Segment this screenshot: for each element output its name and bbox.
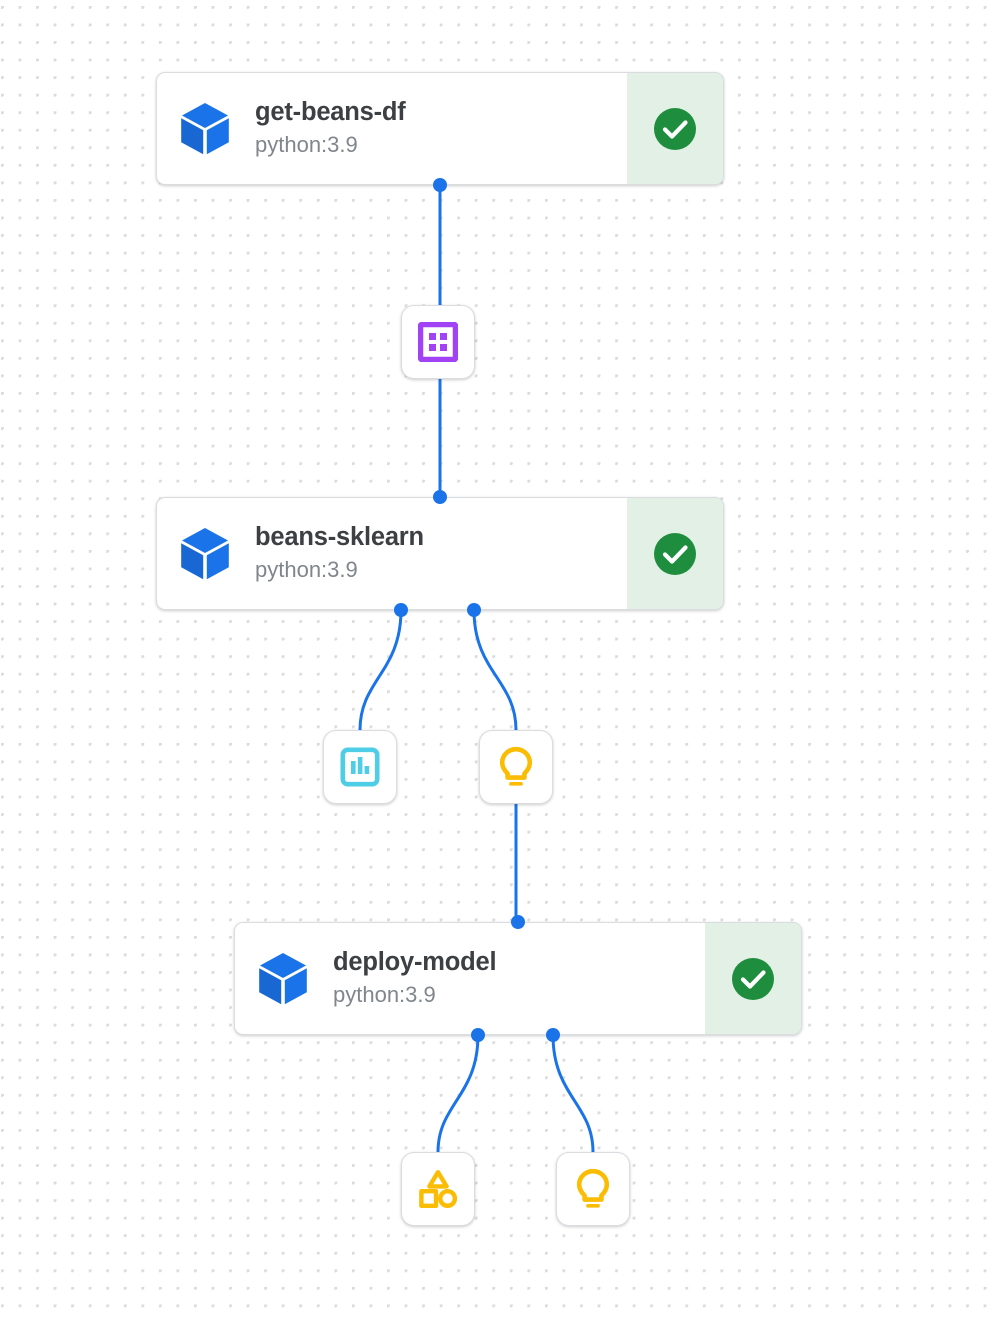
lightbulb-icon bbox=[499, 746, 533, 786]
check-circle-icon bbox=[654, 532, 696, 575]
edge-sklearn-to-metrics bbox=[358, 608, 403, 732]
artifact-node-deployed-model[interactable] bbox=[556, 1152, 630, 1226]
lightbulb-icon bbox=[576, 1168, 610, 1208]
task-label-group: get-beans-df python:3.9 bbox=[253, 73, 627, 184]
bar-chart-icon bbox=[340, 747, 380, 787]
task-title: get-beans-df bbox=[255, 98, 406, 127]
task-subtitle: python:3.9 bbox=[255, 557, 358, 583]
port-deploy-model-input[interactable] bbox=[511, 915, 525, 929]
cube-icon bbox=[157, 498, 253, 609]
task-subtitle: python:3.9 bbox=[333, 982, 436, 1008]
shapes-icon bbox=[419, 1170, 458, 1209]
artifact-node-metrics[interactable] bbox=[323, 730, 397, 804]
task-node-get-beans-df[interactable]: get-beans-df python:3.9 bbox=[156, 72, 724, 185]
check-circle-icon bbox=[732, 957, 774, 1000]
status-badge-succeeded bbox=[627, 73, 723, 184]
port-get-beans-df-output[interactable] bbox=[433, 178, 447, 192]
status-badge-succeeded bbox=[627, 498, 723, 609]
task-label-group: deploy-model python:3.9 bbox=[331, 923, 705, 1034]
port-beans-sklearn-output-metrics[interactable] bbox=[394, 603, 408, 617]
edge-sklearn-to-model bbox=[472, 608, 518, 732]
port-beans-sklearn-output-model[interactable] bbox=[467, 603, 481, 617]
dataset-icon bbox=[418, 322, 458, 362]
task-node-beans-sklearn[interactable]: beans-sklearn python:3.9 bbox=[156, 497, 724, 610]
edge-deploy-to-deployedmodel bbox=[551, 1033, 595, 1154]
task-title: beans-sklearn bbox=[255, 523, 424, 552]
status-badge-succeeded bbox=[705, 923, 801, 1034]
check-circle-icon bbox=[654, 107, 696, 150]
artifact-node-classification-metrics[interactable] bbox=[401, 1152, 475, 1226]
task-title: deploy-model bbox=[333, 948, 497, 977]
artifact-node-model[interactable] bbox=[479, 730, 553, 804]
port-beans-sklearn-input[interactable] bbox=[433, 490, 447, 504]
artifact-node-dataset[interactable] bbox=[401, 305, 475, 379]
cube-icon bbox=[157, 73, 253, 184]
task-label-group: beans-sklearn python:3.9 bbox=[253, 498, 627, 609]
task-subtitle: python:3.9 bbox=[255, 132, 358, 158]
edge-deploy-to-classification bbox=[436, 1033, 480, 1154]
port-deploy-model-output-classification[interactable] bbox=[471, 1028, 485, 1042]
task-node-deploy-model[interactable]: deploy-model python:3.9 bbox=[234, 922, 802, 1035]
cube-icon bbox=[235, 923, 331, 1034]
port-deploy-model-output-model[interactable] bbox=[546, 1028, 560, 1042]
